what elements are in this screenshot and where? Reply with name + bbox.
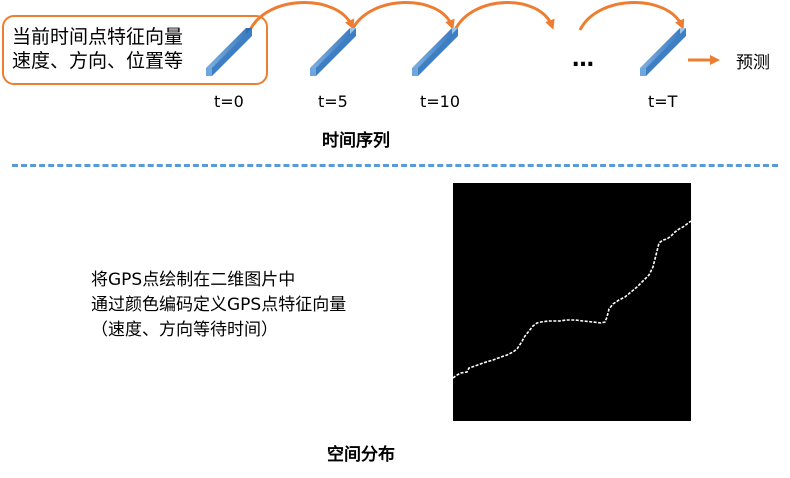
gps-trajectory-line — [452, 220, 692, 379]
feature-vector-box — [2, 15, 268, 85]
arrow-prev-tT — [578, 1, 685, 31]
spatial-line-2: 通过颜色编码定义GPS点特征向量 — [91, 295, 347, 315]
gps-trajectory-image — [452, 183, 692, 421]
feature-line-1: 当前时间点特征向量 — [12, 26, 184, 48]
bar-t10 — [412, 28, 458, 76]
ellipsis: … — [572, 47, 596, 72]
predict-label: 预测 — [736, 53, 770, 73]
feature-line-2: 速度、方向、位置等 — [12, 50, 184, 72]
section-divider — [12, 164, 778, 167]
bar-t0 — [206, 28, 252, 76]
spatial-line-3: （速度、方向等待时间） — [91, 320, 278, 340]
time-label-t0: t=0 — [214, 92, 244, 111]
feature-vector-text: 当前时间点特征向量 速度、方向、位置等 — [12, 25, 183, 73]
timeseries-title: 时间序列 — [322, 131, 390, 151]
bar-t5 — [310, 28, 356, 76]
timeseries-diagram — [206, 1, 720, 76]
time-label-t10: t=10 — [420, 92, 461, 111]
time-label-t5: t=5 — [318, 92, 348, 111]
spatial-title: 空间分布 — [327, 445, 395, 465]
arrow-t10-next — [453, 1, 555, 31]
arrow-t0-t5 — [248, 1, 355, 31]
spatial-description: 将GPS点绘制在二维图片中 通过颜色编码定义GPS点特征向量 （速度、方向等待时… — [91, 268, 346, 343]
bar-tT — [640, 28, 686, 76]
spatial-line-1: 将GPS点绘制在二维图片中 — [91, 270, 296, 290]
time-label-tT: t=T — [648, 92, 678, 111]
arrow-t5-t10 — [350, 1, 455, 31]
